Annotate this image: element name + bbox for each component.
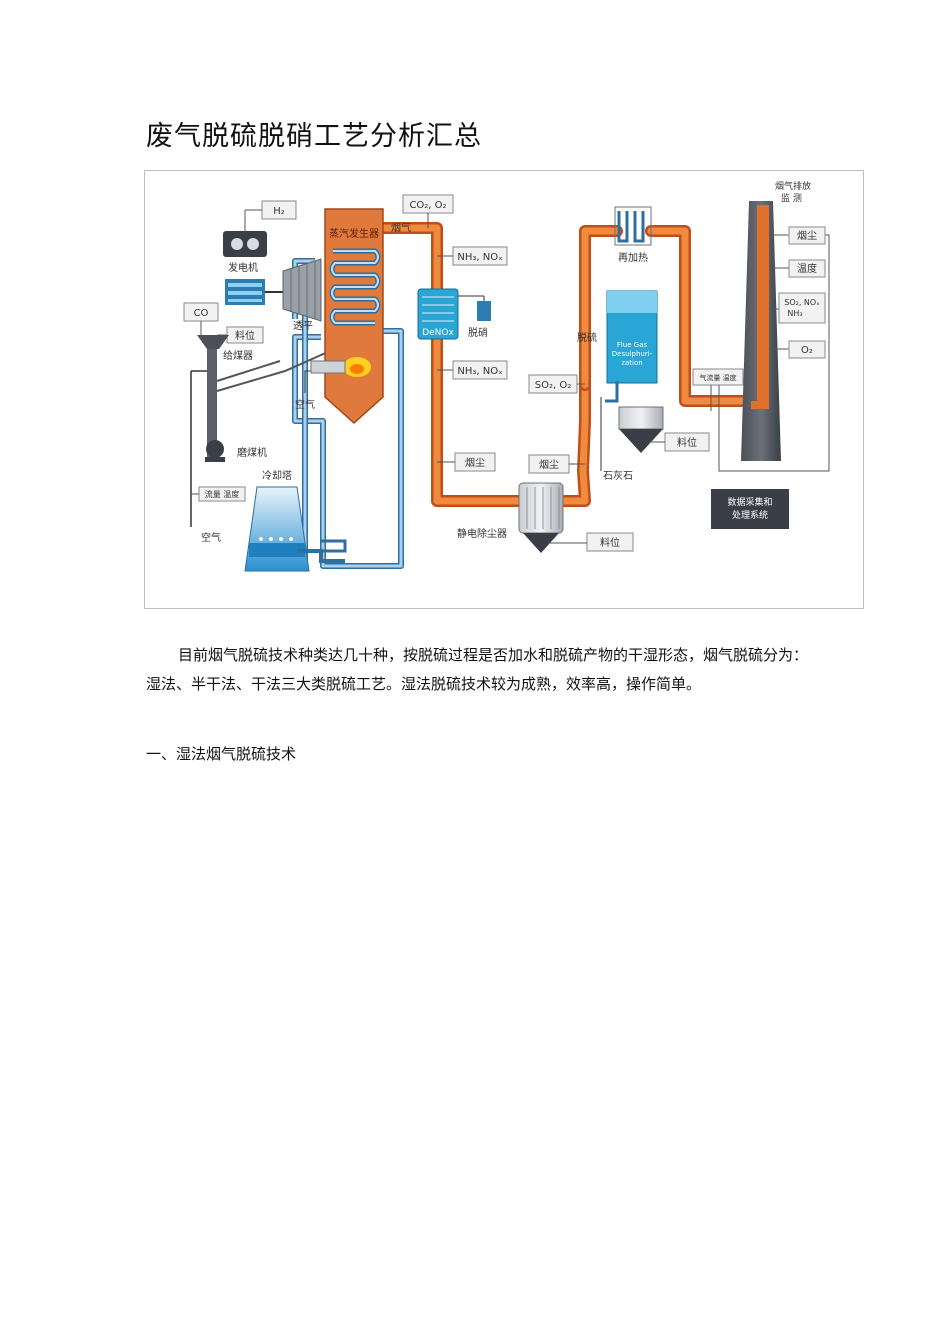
daq-system	[711, 489, 789, 529]
burner-icon	[310, 360, 346, 374]
limestone-label: 石灰石	[603, 469, 633, 482]
fgd-level-label: 料位	[677, 436, 697, 449]
nh3-nox-label-1: NH₃, NOₓ	[457, 252, 502, 263]
generator-label: 发电机	[228, 261, 258, 274]
stack-monitor-label: 烟气排放监 测	[775, 180, 811, 204]
process-diagram: H₂ 发电机 透平 CO 料位 给煤器 磨煤机 流量 温度 空气 空气 蒸汽发生…	[144, 170, 864, 609]
reheat-label: 再加热	[618, 251, 648, 264]
boiler-label: 蒸汽发生器	[329, 227, 379, 240]
desulfurization-label: 脱硫	[577, 331, 597, 344]
body-paragraph: 目前烟气脱硫技术种类达几十种，按脱硫过程是否加水和脱硫产物的干湿形态，烟气脱硫分…	[146, 646, 809, 693]
stack-so2-box	[778, 292, 826, 324]
stack-temp-label: 温度	[797, 262, 817, 275]
air-in-label: 空气	[295, 398, 315, 411]
page-title: 废气脱硫脱硝工艺分析汇总	[146, 121, 482, 152]
mill-icon	[206, 440, 224, 458]
esp-level-label: 料位	[600, 536, 620, 549]
denox-label: DeNOx	[422, 328, 454, 338]
h2-label: H₂	[273, 206, 285, 217]
turbine-icon	[282, 258, 322, 322]
mill-label: 磨煤机	[237, 446, 267, 459]
nh3-nox-label-2: NH₃, NOₓ	[457, 366, 502, 377]
turbine-label: 透平	[293, 320, 313, 332]
stack-o2-label: O₂	[801, 345, 813, 356]
ammonia-tank-icon	[477, 301, 491, 321]
cooling-tower	[244, 486, 310, 572]
stack-dust-label: 烟尘	[797, 229, 817, 242]
dust-label-2: 烟尘	[539, 458, 559, 471]
gas-flow-temp-label: 气流量 温度	[699, 373, 736, 382]
stack-o2-box	[788, 340, 826, 359]
flue-gas-label: 烟气	[391, 221, 411, 234]
esp-unit	[518, 482, 564, 534]
denitration-label: 脱硝	[468, 326, 488, 339]
co2-o2-label: CO₂, O₂	[409, 200, 446, 211]
dust-label-1: 烟尘	[465, 456, 485, 469]
generator-icon	[223, 231, 267, 257]
so2-o2-label: SO₂, O₂	[535, 380, 571, 391]
air-label: 空气	[201, 531, 221, 544]
section-heading: 一、湿法烟气脱硫技术	[146, 745, 297, 763]
gas-flow-temp-box	[692, 368, 744, 386]
esp-label: 静电除尘器	[457, 527, 507, 540]
reheater-icon	[617, 211, 645, 243]
denox-reactor	[417, 288, 459, 340]
stack-dust-box	[788, 226, 826, 245]
feeder-label: 给煤器	[223, 349, 253, 362]
cooling-tower-label: 冷却塔	[262, 469, 292, 482]
co-label: CO	[194, 308, 209, 319]
daq-label: 数据采集和处理系统	[727, 496, 772, 521]
coal-hopper-icon	[197, 335, 229, 349]
gypsum-tank	[618, 406, 664, 430]
flow-temp-label: 流量 温度	[205, 489, 240, 499]
stack-temp-box	[788, 259, 826, 278]
bin-level-label: 料位	[235, 329, 255, 342]
esp-level-box	[586, 532, 634, 552]
